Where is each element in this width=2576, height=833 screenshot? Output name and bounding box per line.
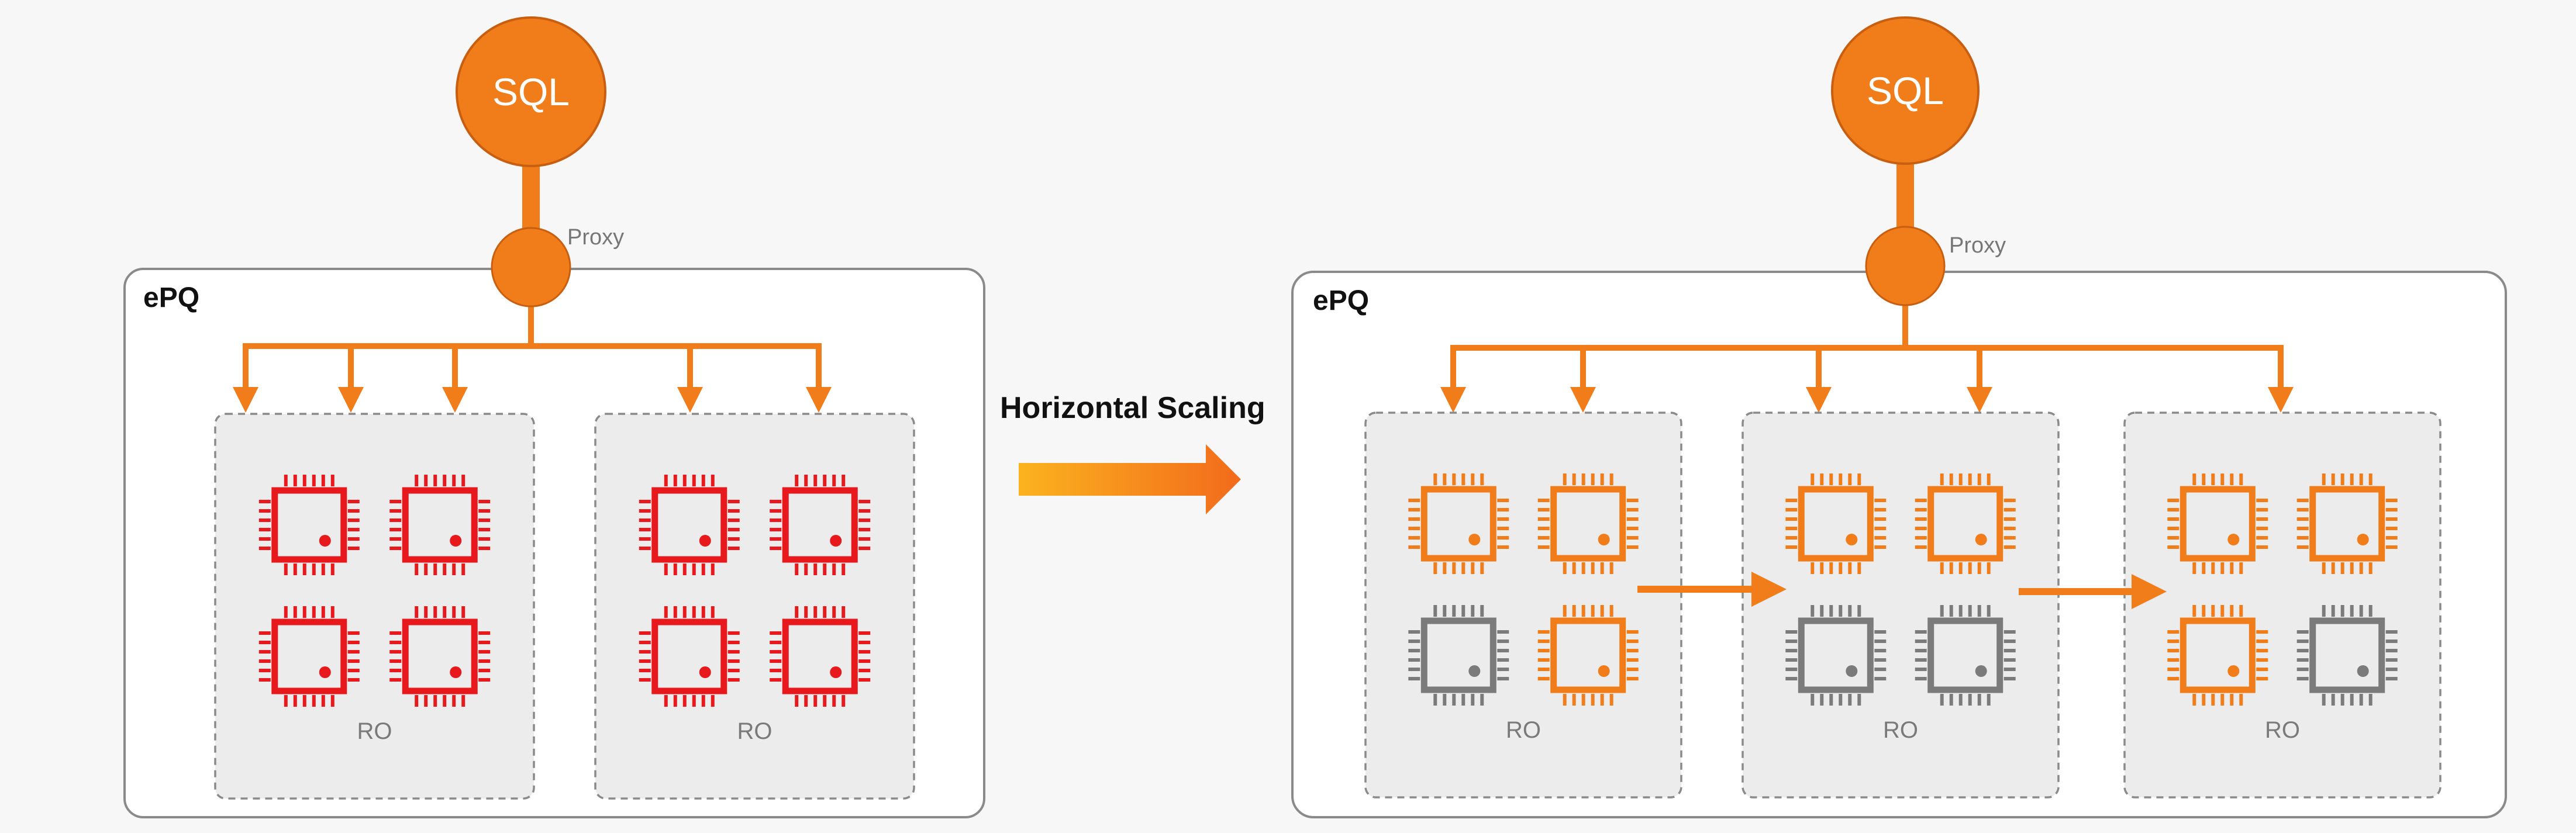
ro-node-label: RO	[1506, 717, 1541, 743]
epq-cluster-label: ePQ	[143, 282, 199, 313]
cpu-chip-icon	[389, 475, 491, 575]
ro-node-label: RO	[357, 718, 392, 744]
cpu-chip-icon	[1785, 473, 1887, 574]
cpu-chip-icon	[1785, 605, 1887, 706]
cpu-chip-icon	[1915, 605, 2016, 706]
ro-node: RO	[594, 413, 915, 800]
sql-node	[1831, 16, 1980, 165]
cpu-chip-icon	[1408, 473, 1509, 574]
ro-node: RO	[2123, 412, 2441, 799]
cpu-chip-icon	[2167, 473, 2268, 574]
cpu-chip-icon	[639, 475, 740, 575]
ro-node-group: RO RO	[214, 413, 915, 800]
horizontal-scaling-label: Horizontal Scaling	[1000, 391, 1265, 425]
ro-node: RO	[1742, 412, 2060, 799]
cpu-chip-icon	[770, 606, 871, 707]
cpu-chip-icon	[1537, 605, 1639, 706]
proxy-label: Proxy	[1949, 233, 2006, 258]
cpu-chip-icon	[1408, 605, 1509, 706]
cpu-chip-icon	[770, 475, 871, 575]
epq-cluster-label: ePQ	[1313, 285, 1369, 316]
left-diagram: ePQ SQL Proxy RO RO	[123, 16, 985, 818]
ro-node-label: RO	[2265, 717, 2300, 743]
scaling-arrow	[1019, 444, 1241, 514]
cpu-chip-icon	[258, 606, 360, 707]
migration-arrow	[2019, 574, 2167, 609]
migration-arrows	[1637, 572, 2167, 609]
sql-proxy-connector	[522, 158, 540, 234]
ro-node-group: RO RO RO	[1364, 412, 2441, 799]
ro-node-label: RO	[1883, 717, 1918, 743]
sql-node	[456, 16, 606, 167]
distribution-arrowheads	[233, 387, 832, 413]
proxy-label: Proxy	[567, 225, 624, 250]
cpu-chip-icon	[1915, 473, 2016, 574]
cpu-chip-icon	[2296, 605, 2398, 706]
migration-arrow	[1637, 572, 1787, 607]
ro-node-label: RO	[737, 718, 773, 744]
ro-node: RO	[214, 413, 535, 800]
cpu-chip-icon	[2167, 605, 2268, 706]
right-diagram: ePQ SQL Proxy RO RO RO	[1291, 16, 2507, 818]
distribution-lines	[1450, 298, 2284, 389]
cpu-chip-icon	[639, 606, 740, 707]
cpu-chip-icon	[2296, 473, 2398, 574]
sql-label: SQL	[492, 70, 570, 113]
cpu-chip-icon	[389, 606, 491, 707]
ro-node: RO	[1364, 412, 1682, 799]
cpu-chip-icon	[258, 475, 360, 575]
proxy-node	[1865, 226, 1946, 306]
sql-label: SQL	[1867, 69, 1944, 112]
distribution-arrowheads	[1440, 387, 2294, 413]
cpu-chip-icon	[1537, 473, 1639, 574]
horizontal-scaling-transition: Horizontal Scaling	[1000, 391, 1265, 514]
proxy-node	[491, 227, 571, 307]
